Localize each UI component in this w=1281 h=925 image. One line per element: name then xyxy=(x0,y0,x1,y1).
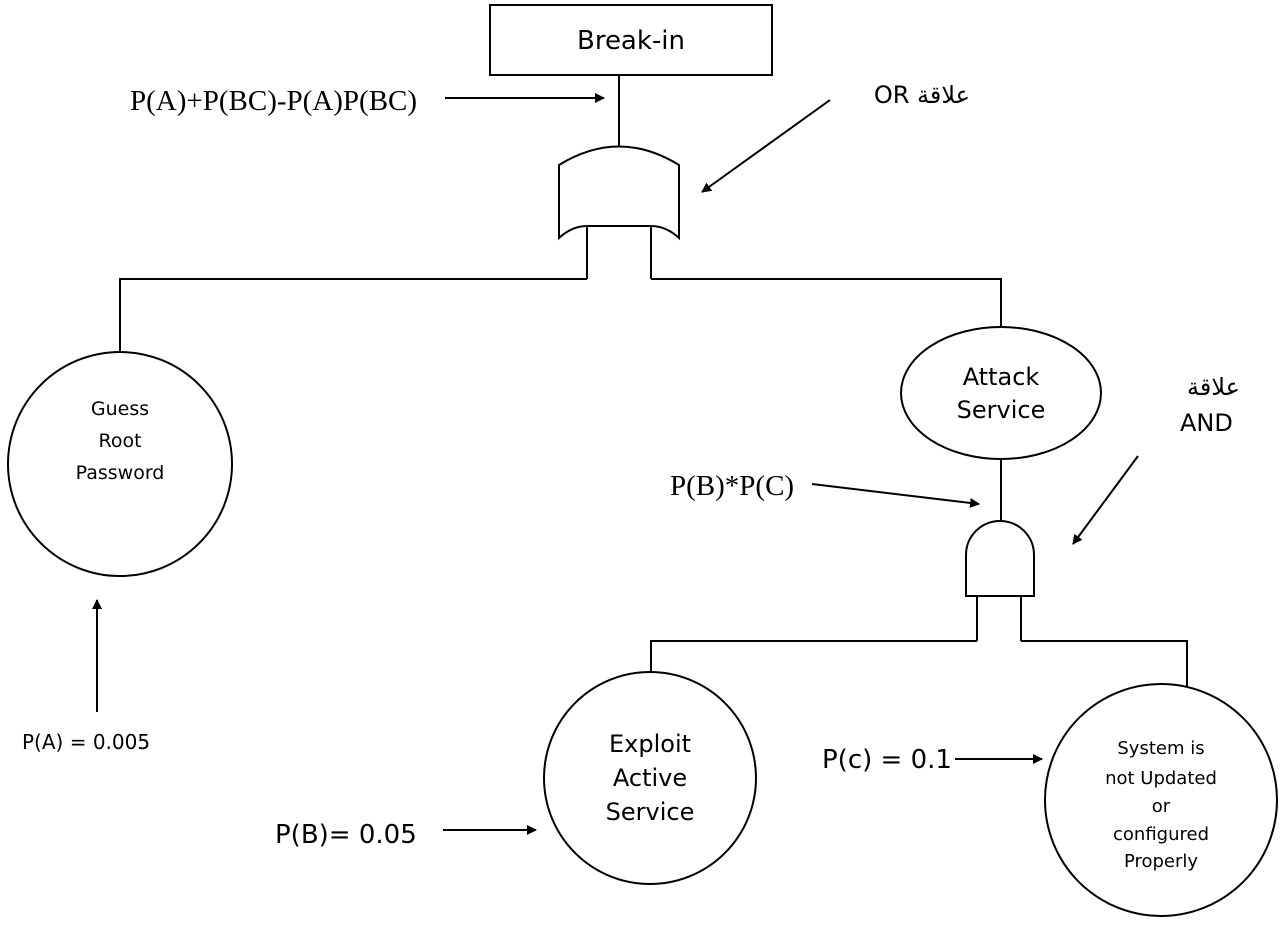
system-label-line5: Properly xyxy=(1124,851,1198,872)
p-c-label: P(c) = 0.1 xyxy=(822,745,952,775)
attack-label-line2: Service xyxy=(957,396,1046,424)
guess-label-line2: Root xyxy=(98,430,141,452)
p-b-label: P(B)= 0.05 xyxy=(275,820,417,850)
exploit-label-line3: Service xyxy=(606,798,695,826)
and-relation-note-en: AND xyxy=(1180,409,1233,437)
connector-and-to-exploit xyxy=(650,640,977,690)
and-formula-arrow xyxy=(811,483,980,508)
and-gate-symbol xyxy=(965,520,1035,597)
p-a-label: P(A) = 0.005 xyxy=(22,730,150,754)
connector-and-to-system xyxy=(1021,640,1188,688)
and-note-arrow xyxy=(1072,455,1139,545)
attack-service-event xyxy=(900,326,1102,460)
system-not-updated-event xyxy=(1044,683,1278,917)
guess-label-line3: Password xyxy=(76,462,165,484)
system-label-line4: configured xyxy=(1113,824,1209,845)
exploit-label-line1: Exploit xyxy=(609,730,691,758)
and-gate-formula: P(B)*P(C) xyxy=(670,470,794,502)
or-gate-symbol xyxy=(558,145,680,241)
or-gate-formula: P(A)+P(BC)-P(A)P(BC) xyxy=(130,85,417,117)
guess-label-line1: Guess xyxy=(91,398,149,420)
or-relation-note: OR علاقة xyxy=(874,81,970,109)
connector-or-to-attack xyxy=(651,278,1002,327)
and-relation-note-ar: علاقة xyxy=(1187,373,1240,401)
exploit-label-line2: Active xyxy=(613,764,687,792)
system-label-line3: or xyxy=(1152,796,1171,817)
guess-root-password-event xyxy=(7,351,233,577)
or-note-arrow xyxy=(701,99,831,193)
break-in-label: Break-in xyxy=(577,26,685,56)
connector-or-to-guess xyxy=(119,278,587,352)
system-label-line2: not Updated xyxy=(1105,768,1217,789)
break-in-box xyxy=(489,4,773,76)
exploit-active-service-event xyxy=(543,671,757,885)
attack-label-line1: Attack xyxy=(963,363,1040,391)
system-label-line1: System is xyxy=(1117,738,1204,759)
